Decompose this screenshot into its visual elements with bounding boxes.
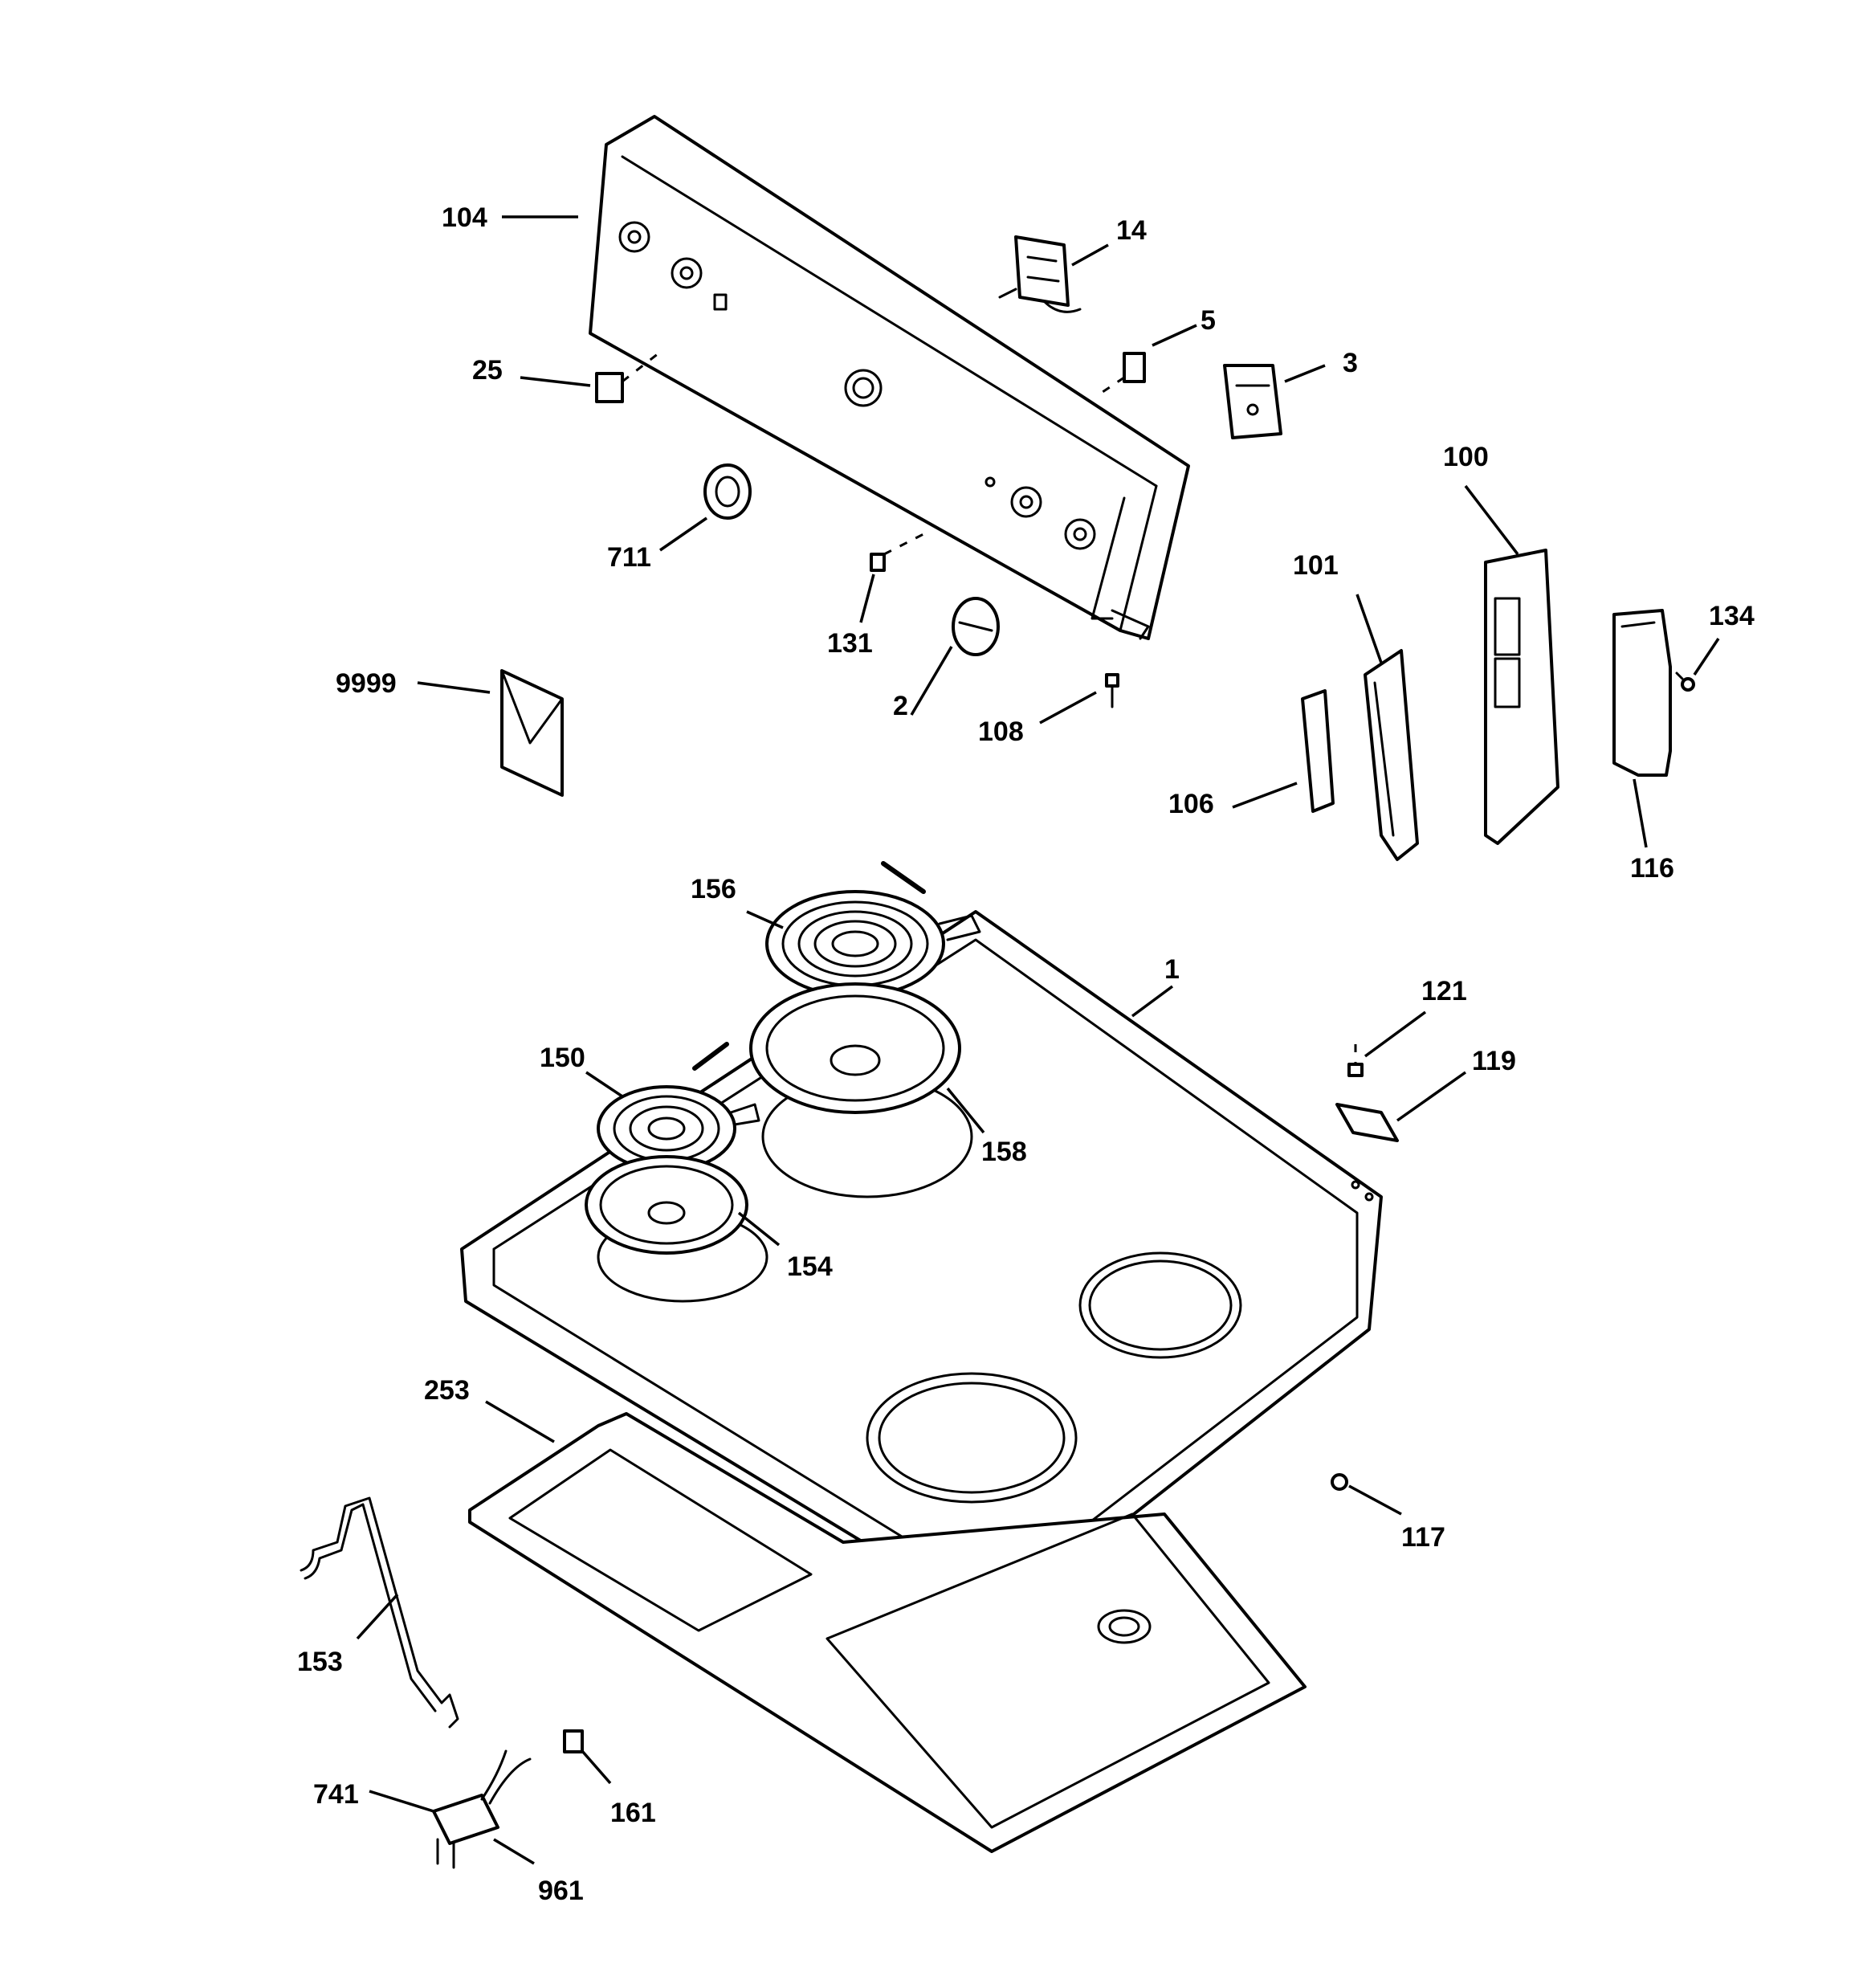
label-3: 3	[1343, 348, 1358, 378]
control-knob-711	[703, 463, 752, 520]
label-158: 158	[981, 1137, 1027, 1167]
label-2: 2	[893, 691, 908, 721]
screw-121	[1347, 1044, 1364, 1077]
control-knob-2	[952, 597, 1000, 656]
label-150: 150	[540, 1043, 585, 1073]
label-253: 253	[424, 1375, 470, 1406]
label-119: 119	[1472, 1046, 1516, 1076]
burner-box-253	[468, 1412, 1307, 1853]
label-711: 711	[607, 542, 651, 573]
nut-117	[1331, 1473, 1348, 1491]
label-100: 100	[1443, 442, 1489, 472]
label-134: 134	[1709, 601, 1755, 631]
label-5: 5	[1201, 305, 1216, 336]
bracket-106	[1301, 689, 1335, 813]
label-961: 961	[538, 1876, 584, 1906]
rocker-switch	[595, 352, 659, 403]
label-1: 1	[1164, 954, 1180, 985]
label-153: 153	[297, 1647, 343, 1677]
label-108: 108	[978, 716, 1024, 747]
label-161: 161	[610, 1798, 656, 1828]
label-101: 101	[1293, 550, 1339, 581]
literature-envelope	[500, 669, 564, 797]
wire-harness-153	[300, 1496, 459, 1729]
terminal-block-741	[432, 1749, 532, 1869]
large-drip-pan-158	[749, 982, 961, 1114]
label-741: 741	[313, 1779, 359, 1810]
label-104: 104	[442, 202, 487, 233]
clip-161	[563, 1729, 584, 1753]
label-131: 131	[827, 628, 873, 659]
knob-bushing	[870, 533, 924, 572]
infinite-switch	[998, 235, 1082, 313]
label-156: 156	[691, 874, 736, 904]
end-cap-116	[1612, 609, 1672, 777]
small-drip-pan-154	[585, 1155, 748, 1255]
bracket-101	[1364, 649, 1419, 861]
label-116: 116	[1630, 853, 1674, 884]
screw-134	[1675, 672, 1695, 692]
indicator-switch	[1099, 352, 1146, 395]
label-14: 14	[1116, 215, 1147, 246]
label-25: 25	[472, 355, 503, 386]
main-cooktop	[460, 861, 1383, 1624]
label-9999: 9999	[336, 668, 397, 699]
side-trim-100	[1484, 549, 1559, 845]
control-panel-backsplash	[589, 115, 1190, 640]
clip-119	[1335, 1103, 1399, 1142]
label-106: 106	[1168, 789, 1214, 819]
part-labels: 104 14 5 3 25 711 131 2 108 9999 100 101…	[297, 202, 1755, 1906]
selector-switch	[1223, 364, 1282, 439]
label-121: 121	[1421, 976, 1467, 1006]
label-117: 117	[1401, 1522, 1445, 1553]
leader-lines	[356, 215, 1720, 1865]
screw-108	[1105, 673, 1119, 708]
label-154: 154	[787, 1251, 833, 1282]
